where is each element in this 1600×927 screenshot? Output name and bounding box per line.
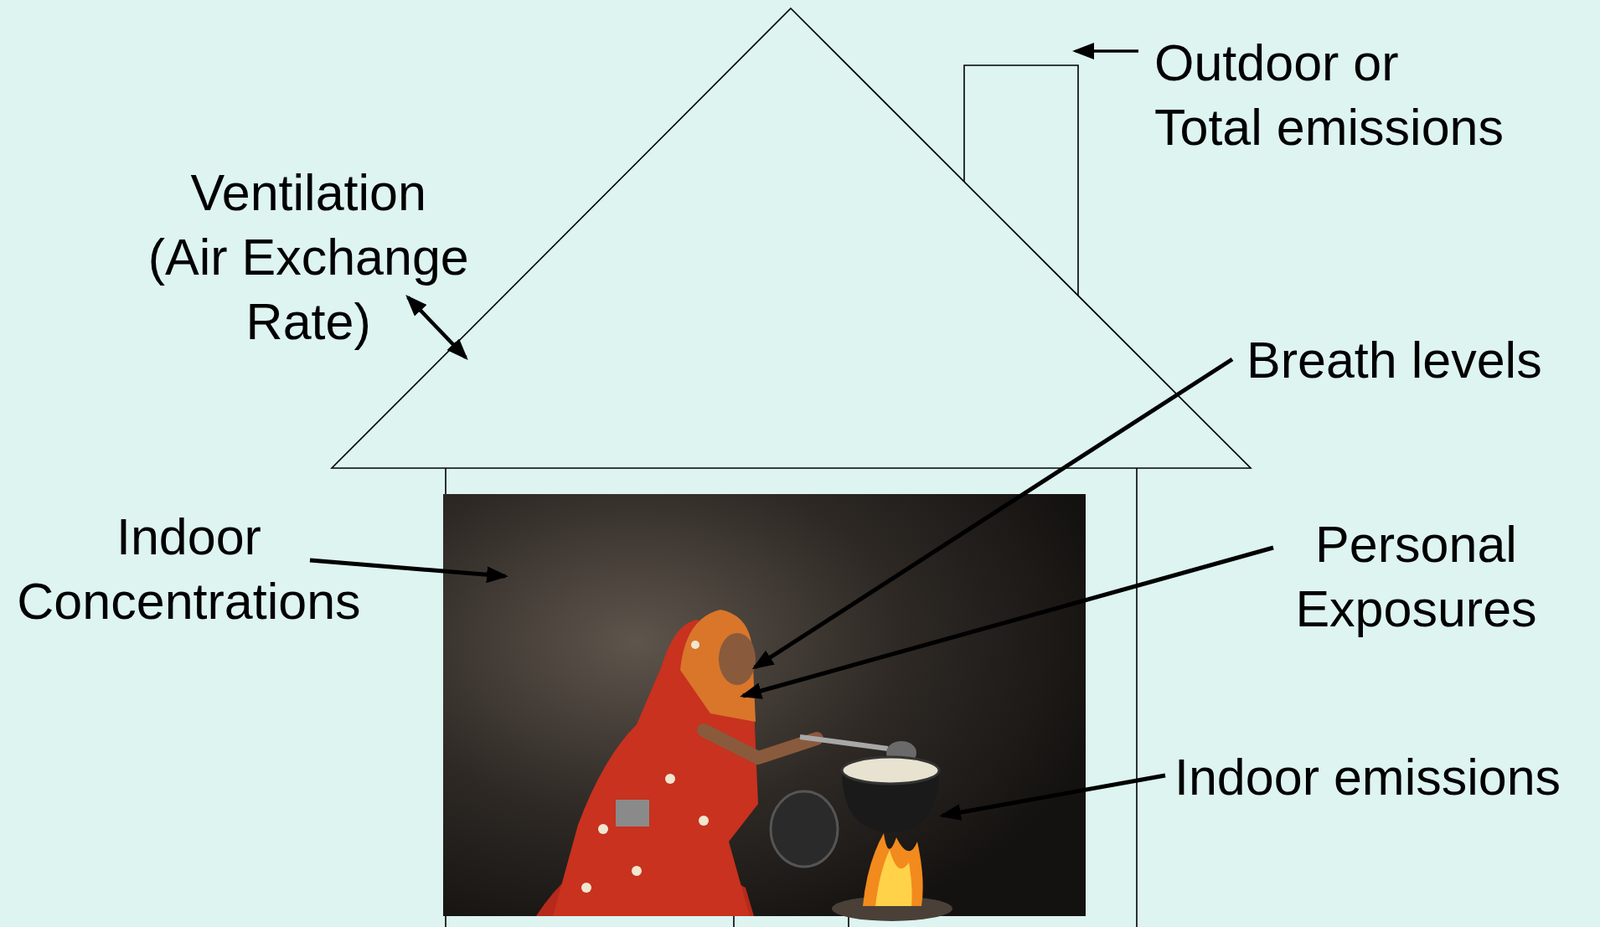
wall-line bbox=[1135, 468, 1138, 927]
leader-arrow bbox=[407, 297, 466, 358]
callout-label: Outdoor or Total emissions bbox=[1154, 30, 1518, 160]
fire-flame bbox=[875, 850, 913, 907]
fire-flame bbox=[862, 833, 924, 907]
chimney-outline bbox=[964, 65, 1079, 296]
callout-label: Ventilation (Air Exchange Rate) bbox=[144, 160, 472, 355]
bag bbox=[615, 800, 650, 827]
pot-contents bbox=[841, 757, 940, 785]
leader-arrow bbox=[754, 359, 1233, 668]
door-line bbox=[847, 916, 850, 927]
sari-flower bbox=[698, 815, 709, 826]
door-line bbox=[732, 916, 735, 927]
kitchen-photo bbox=[443, 494, 1086, 917]
callout-label: Breath levels bbox=[1246, 328, 1543, 393]
sari-flower bbox=[598, 824, 609, 835]
callout-label: Personal Exposures bbox=[1288, 512, 1544, 642]
sari-flower bbox=[631, 866, 642, 877]
leader-arrow bbox=[1075, 49, 1139, 53]
arm bbox=[703, 730, 817, 759]
sari-flower bbox=[691, 640, 700, 650]
leader-arrow bbox=[743, 547, 1274, 697]
sari-flower bbox=[665, 774, 676, 785]
face bbox=[718, 633, 756, 686]
callout-label: Indoor Concentrations bbox=[12, 505, 366, 635]
roof-outline bbox=[331, 8, 1251, 469]
head-scarf bbox=[680, 609, 756, 723]
pot-lid bbox=[770, 791, 838, 868]
leader-arrow bbox=[942, 775, 1166, 816]
sari-flower bbox=[581, 882, 592, 893]
sari-body bbox=[552, 619, 759, 917]
callout-label: Indoor emissions bbox=[1174, 745, 1561, 811]
ladle-handle bbox=[800, 737, 888, 749]
